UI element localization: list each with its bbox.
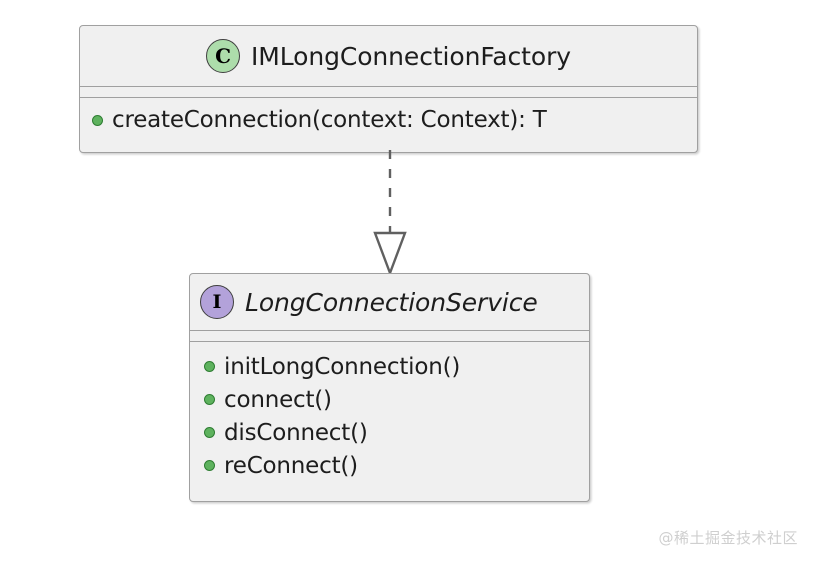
uml-interface-node-service[interactable]: I LongConnectionService initLongConnecti… xyxy=(189,273,590,502)
class-header: C IMLongConnectionFactory xyxy=(80,26,697,86)
method-row[interactable]: disConnect() xyxy=(190,416,589,449)
interface-type-icon: I xyxy=(200,285,234,319)
compartment-separator-top xyxy=(190,330,589,331)
method-row[interactable]: connect() xyxy=(190,383,589,416)
method-row[interactable]: reConnect() xyxy=(190,449,589,482)
attributes-compartment-empty xyxy=(190,331,589,341)
method-row[interactable]: createConnection(context: Context): T xyxy=(80,104,697,136)
method-label: connect() xyxy=(224,386,332,413)
compartment-separator-top xyxy=(80,86,697,87)
method-row[interactable]: initLongConnection() xyxy=(190,350,589,383)
compartment-separator-bottom xyxy=(80,97,697,98)
class-name-label: IMLongConnectionFactory xyxy=(251,41,571,71)
class-type-icon: C xyxy=(206,39,241,73)
method-label: reConnect() xyxy=(224,452,358,479)
public-visibility-icon xyxy=(204,394,215,405)
methods-compartment: initLongConnection() connect() disConnec… xyxy=(190,342,589,488)
attributes-compartment-empty xyxy=(80,87,697,97)
public-visibility-icon xyxy=(204,460,215,471)
methods-compartment: createConnection(context: Context): T xyxy=(80,98,697,144)
method-label: createConnection(context: Context): T xyxy=(112,107,547,133)
watermark-label: @稀土掘金技术社区 xyxy=(658,529,798,547)
method-label: initLongConnection() xyxy=(224,353,461,380)
method-label: disConnect() xyxy=(224,419,368,446)
interface-header: I LongConnectionService xyxy=(190,274,589,330)
realization-connector xyxy=(373,150,407,277)
uml-class-node-factory[interactable]: C IMLongConnectionFactory createConnecti… xyxy=(79,25,698,153)
compartment-separator-bottom xyxy=(190,341,589,342)
public-visibility-icon xyxy=(204,361,215,372)
public-visibility-icon xyxy=(204,427,215,438)
hollow-triangle-arrowhead xyxy=(373,231,407,277)
interface-name-label: LongConnectionService xyxy=(245,287,538,317)
public-visibility-icon xyxy=(92,114,103,126)
